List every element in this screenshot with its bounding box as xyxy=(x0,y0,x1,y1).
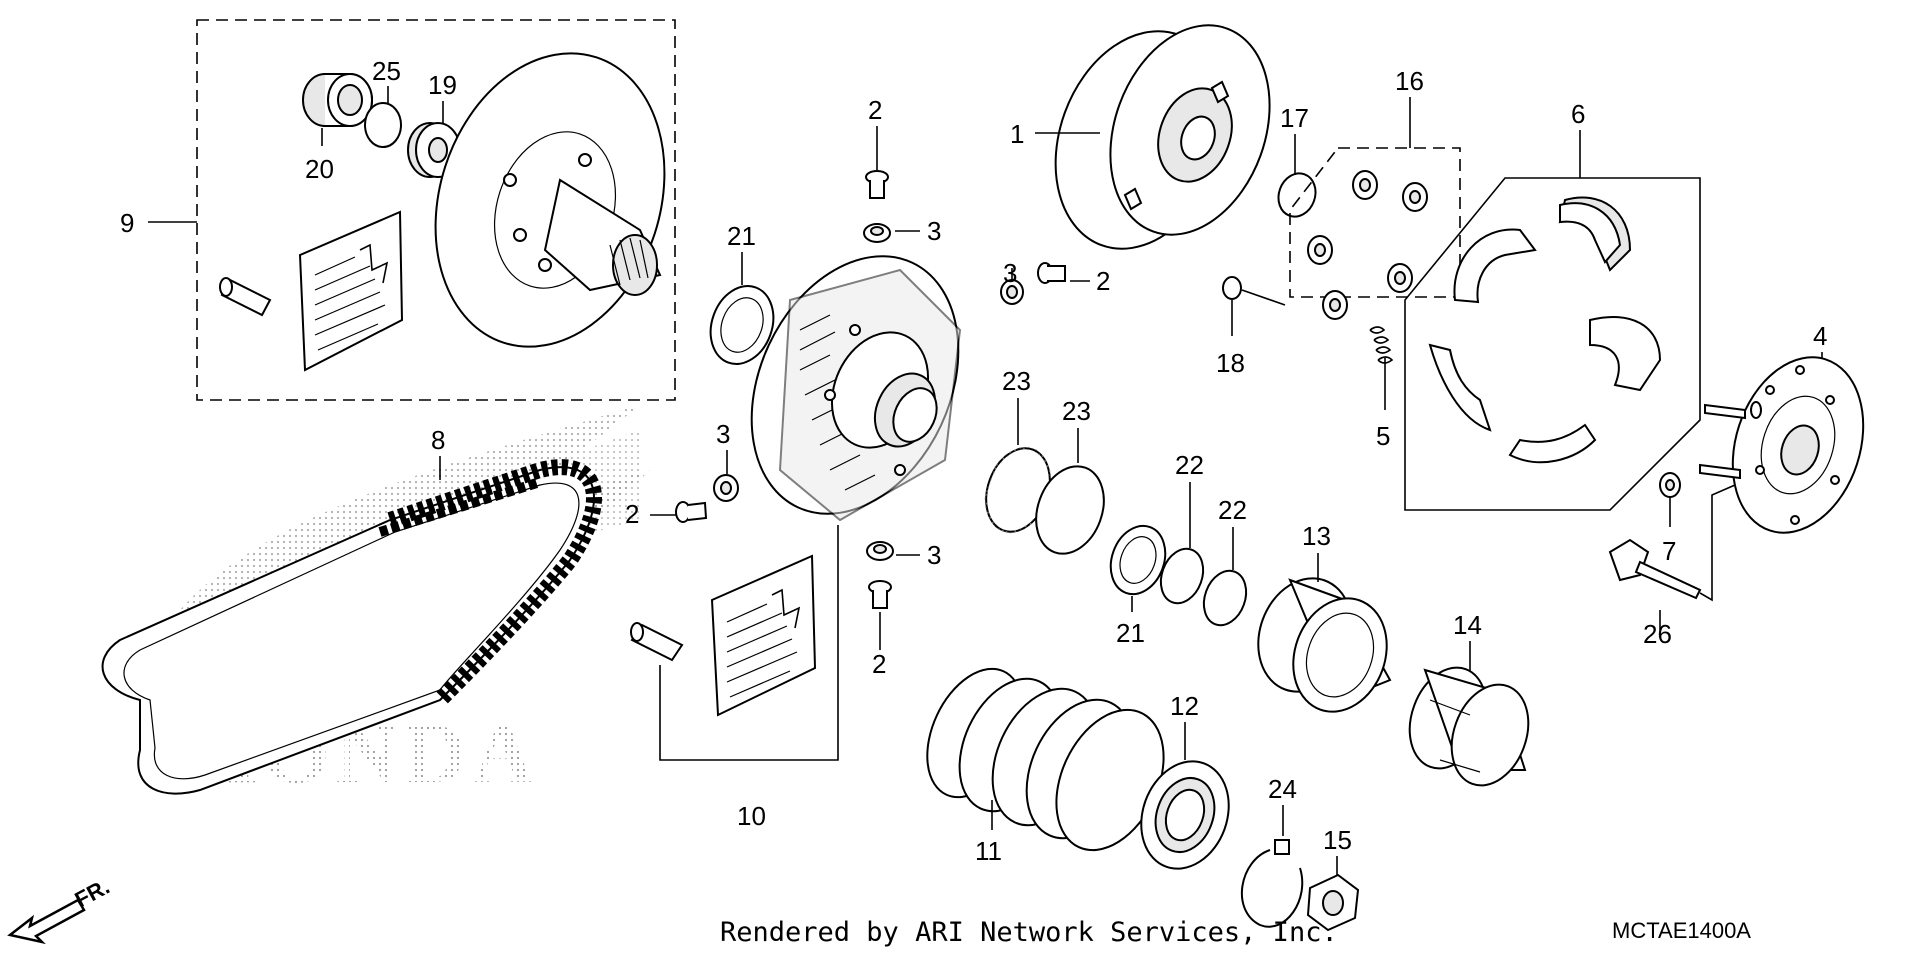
part-14-spring-seat xyxy=(1408,666,1530,787)
part-2-pin-top xyxy=(865,170,889,199)
callout-13: 13 xyxy=(1302,521,1331,551)
callout-23-left: 23 xyxy=(1002,366,1031,396)
callout-25: 25 xyxy=(372,56,401,86)
part-22-o-ring-2 xyxy=(1202,569,1248,627)
part-3-collar-top xyxy=(863,223,891,243)
callout-24: 24 xyxy=(1268,774,1297,804)
callout-8: 8 xyxy=(431,425,445,455)
callout-7: 7 xyxy=(1662,536,1676,566)
part-17-circlip xyxy=(1277,172,1317,218)
callout-18: 18 xyxy=(1216,348,1245,378)
group-box-16 xyxy=(1289,147,1461,298)
callout-2-top: 2 xyxy=(868,95,882,125)
callout-3-top: 3 xyxy=(927,216,941,246)
callouts: 1 2 2 2 2 3 3 3 3 4 5 6 7 8 9 10 11 12 1… xyxy=(120,56,1827,866)
callout-3-left: 3 xyxy=(716,419,730,449)
callout-3-bottom: 3 xyxy=(927,540,941,570)
part-3-collar-bottom xyxy=(866,541,894,561)
part-16-washers xyxy=(1307,170,1428,320)
callout-2-bottom: 2 xyxy=(872,649,886,679)
callout-9: 9 xyxy=(120,208,134,238)
group-box-9 xyxy=(196,19,676,401)
part-5-clutch-spring xyxy=(1369,326,1394,364)
part-8-drive-belt xyxy=(101,459,602,795)
callout-10: 10 xyxy=(737,801,766,831)
callout-1: 1 xyxy=(1010,119,1024,149)
part-15-nut xyxy=(1306,873,1360,932)
diagram-code: MCTAE1400A xyxy=(1612,918,1751,943)
callout-3-right: 3 xyxy=(1003,258,1017,288)
callout-4: 4 xyxy=(1813,321,1827,351)
part-1-clutch-outer xyxy=(1054,24,1271,250)
part-20-needle-bearing xyxy=(302,73,373,127)
credit-text: Rendered by ARI Network Services, Inc. xyxy=(720,917,1338,948)
callout-11: 11 xyxy=(975,836,1002,866)
callout-6: 6 xyxy=(1571,99,1585,129)
callout-26: 26 xyxy=(1643,619,1672,649)
part-12-seal-retainer xyxy=(1140,760,1230,870)
callout-2-left: 2 xyxy=(625,499,639,529)
callout-22-left: 22 xyxy=(1175,450,1204,480)
part-3-collar-right xyxy=(1000,279,1024,305)
callout-2-right: 2 xyxy=(1096,266,1110,296)
callout-17: 17 xyxy=(1280,103,1309,133)
part-13-seal-collar xyxy=(1257,577,1392,713)
part-7-collar xyxy=(1659,472,1681,498)
callout-12: 12 xyxy=(1170,691,1199,721)
part-21-oil-seal-top xyxy=(709,285,775,365)
part-9-label-card xyxy=(298,210,404,372)
part-11-driven-spring xyxy=(926,667,1165,852)
part-2-pin-left xyxy=(675,501,708,523)
front-direction-arrow: FR. xyxy=(7,874,114,945)
part-10-movable-face xyxy=(750,255,962,522)
part-18-e-clip xyxy=(1222,276,1286,306)
callout-20: 20 xyxy=(305,154,334,184)
part-9-driven-face xyxy=(434,52,666,348)
callout-21-bottom: 21 xyxy=(1116,618,1145,648)
part-9-pin xyxy=(219,277,272,317)
part-3-collar-left xyxy=(713,474,739,502)
callout-19: 19 xyxy=(428,70,457,100)
part-2-pin-right xyxy=(1037,262,1066,284)
callout-23-right: 23 xyxy=(1062,396,1091,426)
part-23-o-ring-2 xyxy=(1035,465,1105,555)
part-4-drive-plate xyxy=(1699,356,1865,534)
callout-21-top: 21 xyxy=(727,221,756,251)
callout-5: 5 xyxy=(1376,421,1390,451)
callout-16: 16 xyxy=(1395,66,1424,96)
callout-14: 14 xyxy=(1453,610,1482,640)
part-26-flange-bolt xyxy=(1608,484,1736,602)
part-21-oil-seal-bottom xyxy=(1109,524,1167,596)
part-25-circlip xyxy=(364,102,402,148)
callout-22-right: 22 xyxy=(1218,495,1247,525)
leader-lines xyxy=(148,86,1823,876)
callout-15: 15 xyxy=(1323,825,1352,855)
part-24-circlip xyxy=(1241,839,1304,928)
part-10-group-bracket xyxy=(659,525,839,761)
part-10-pin xyxy=(630,622,684,662)
part-2-pin-bottom xyxy=(868,580,892,609)
part-22-o-ring-1 xyxy=(1159,547,1205,605)
part-6-clutch-shoes xyxy=(1428,196,1662,464)
group-box-6 xyxy=(1404,177,1701,511)
part-10-label-card xyxy=(710,554,817,717)
